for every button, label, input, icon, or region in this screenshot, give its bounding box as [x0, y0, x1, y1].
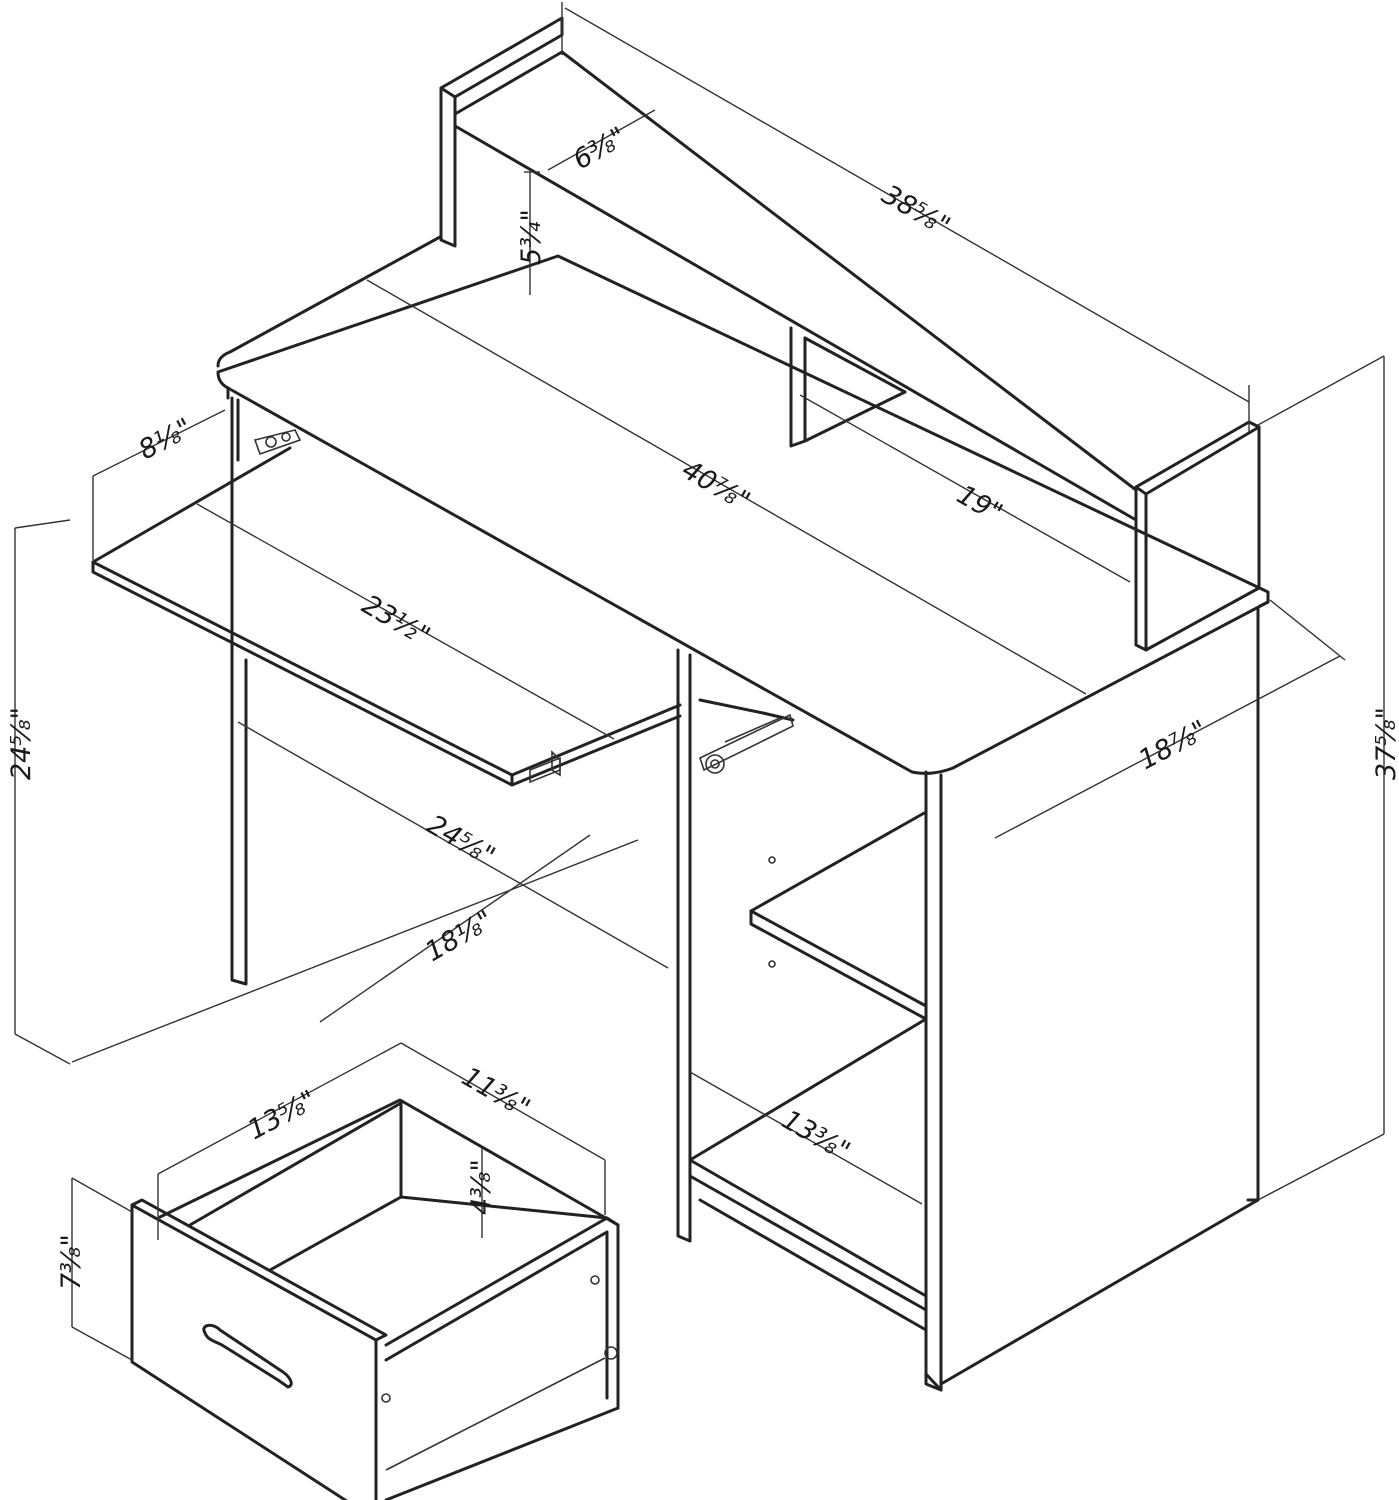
label-total-height: 37⁵⁄₈": [1371, 707, 1399, 780]
dimension-lines: [14, 2, 1385, 1361]
middle-panel: [676, 648, 795, 1243]
label-knee-depth: 18¹⁄₈": [420, 905, 499, 968]
left-leg: [230, 396, 248, 986]
dimension-labels: 38⁵⁄₈" 6³⁄₈" 5³⁄₄" 40⁷⁄₈" 19" 8¹⁄₈" 23¹⁄…: [6, 121, 1399, 1290]
label-drawer-inner-height: 4³⁄₈": [466, 1159, 497, 1215]
label-hutch-opening: 19": [952, 479, 1008, 529]
desktop: [216, 235, 1270, 775]
label-drawer-width: 13⁵⁄₈": [243, 1085, 322, 1147]
label-keyboard-depth: 8¹⁄₈": [134, 413, 198, 467]
label-desk-depth: 18⁷⁄₈": [1134, 715, 1213, 777]
label-desk-width: 40⁷⁄₈": [677, 454, 756, 517]
label-knee-height: 24⁵⁄₈": [6, 707, 37, 780]
label-hutch-width: 38⁵⁄₈": [877, 179, 956, 242]
label-shelf-width: 13³⁄₈": [777, 1104, 856, 1167]
label-drawer-height: 7³⁄₈": [56, 1234, 87, 1290]
label-keyboard-width: 23¹⁄₂": [357, 589, 436, 652]
hutch: [439, 16, 1261, 652]
right-cabinet: [688, 606, 1260, 1392]
keyboard-tray: [91, 429, 682, 787]
label-hutch-height: 5³⁄₄": [516, 209, 547, 265]
drawer: [130, 1098, 620, 1500]
label-knee-width: 24⁵⁄₈": [422, 809, 501, 872]
label-drawer-depth: 11³⁄₈": [457, 1061, 536, 1124]
label-hutch-depth: 6³⁄₈": [568, 121, 632, 176]
